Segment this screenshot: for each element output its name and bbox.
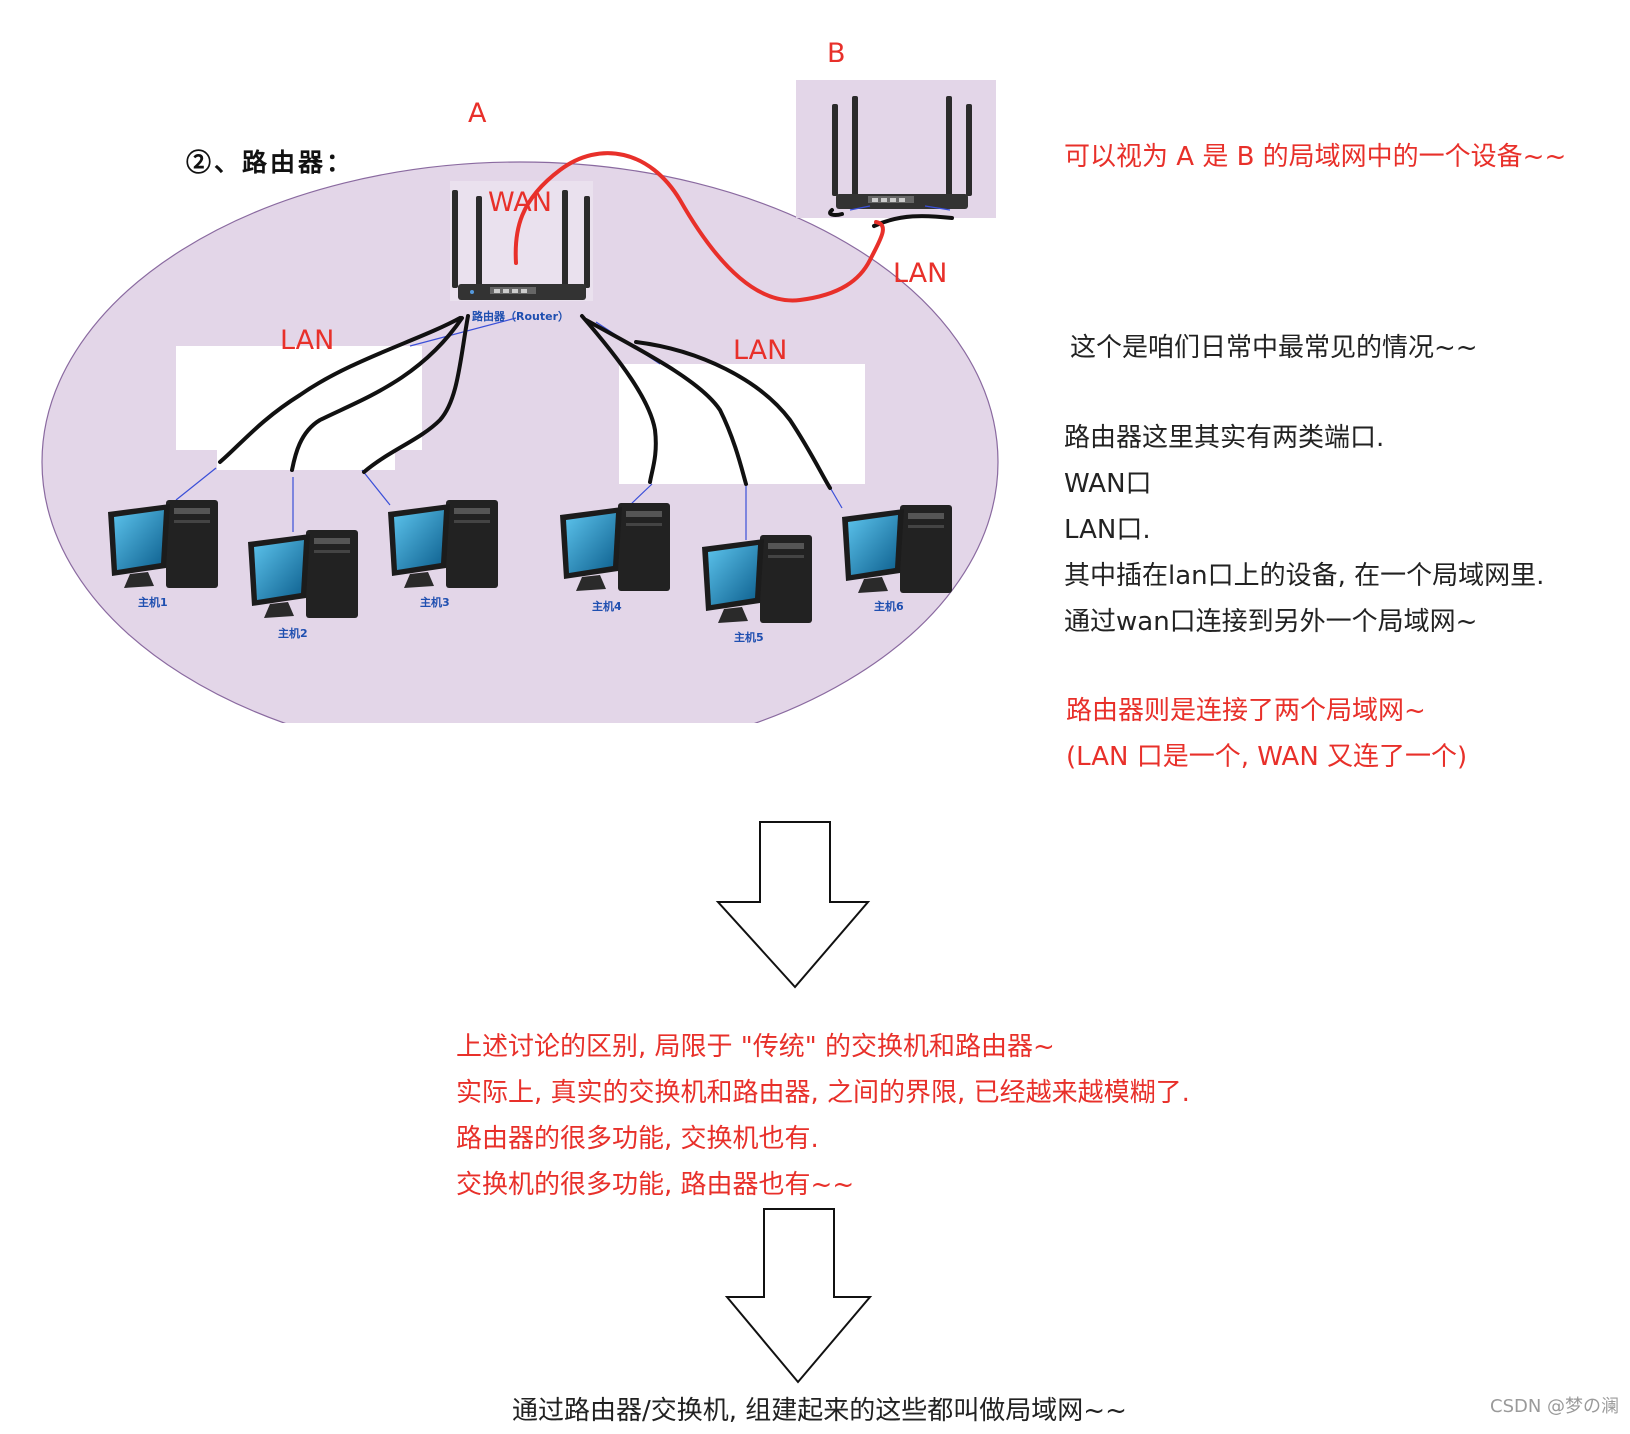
down-arrow-2 [724, 1208, 873, 1384]
label-lan-right: LAN [733, 335, 788, 366]
host-pc-5 [702, 535, 812, 623]
label-router-b: B [827, 38, 846, 69]
note-two-lans: 路由器则是连接了两个局域网~ (LAN 口是一个, WAN 又连了一个) [1066, 688, 1467, 780]
label-router-a: A [468, 98, 487, 129]
host-label-4: 主机4 [592, 600, 622, 613]
label-wan: WAN [488, 187, 552, 218]
wan-cable [513, 151, 885, 303]
down-arrow-1 [715, 821, 871, 989]
middle-line-3: 路由器的很多功能, 交换机也有. [456, 1124, 819, 1154]
note-ports-line-2: WAN口 [1064, 469, 1152, 499]
note-two-lans-line-2: (LAN 口是一个, WAN 又连了一个) [1066, 742, 1468, 772]
note-a-in-b: 可以视为 A 是 B 的局域网中的一个设备~~ [1064, 142, 1567, 172]
host-label-2: 主机2 [278, 627, 308, 640]
host-pc-3 [388, 500, 498, 588]
note-ports-line-5: 通过wan口连接到另外一个局域网~ [1064, 607, 1478, 637]
note-ports-line-1: 路由器这里其实有两类端口. [1064, 423, 1385, 453]
note-ports-line-3: LAN口. [1064, 515, 1151, 545]
label-lan-left: LAN [280, 325, 335, 356]
host-label-5: 主机5 [734, 631, 764, 644]
middle-line-2: 实际上, 真实的交换机和路由器, 之间的界限, 已经越来越模糊了. [456, 1078, 1190, 1108]
host-pc-2 [248, 530, 358, 618]
router-b-icon [832, 96, 972, 209]
host-label-1: 主机1 [138, 596, 168, 609]
section-title: ②、路由器： [186, 148, 355, 177]
watermark: CSDN @梦の澜 [1490, 1396, 1620, 1417]
label-lan-b: LAN [893, 258, 948, 289]
middle-explanation: 上述讨论的区别, 局限于 "传统" 的交换机和路由器~ 实际上, 真实的交换机和… [456, 1024, 1190, 1208]
note-two-lans-line-1: 路由器则是连接了两个局域网~ [1066, 696, 1426, 726]
note-ports: 路由器这里其实有两类端口. WAN口 LAN口. 其中插在lan口上的设备, 在… [1064, 415, 1544, 645]
conclusion: 通过路由器/交换机, 组建起来的这些都叫做局域网~~ [512, 1396, 1127, 1426]
host-label-6: 主机6 [874, 600, 904, 613]
host-pc-1 [108, 500, 218, 588]
switch-placeholder-left-bottom [217, 448, 395, 470]
note-common-case: 这个是咱们日常中最常见的情况~~ [1070, 333, 1478, 363]
middle-line-4: 交换机的很多功能, 路由器也有~~ [456, 1170, 855, 1200]
router-a-icon [450, 181, 593, 301]
middle-line-1: 上述讨论的区别, 局限于 "传统" 的交换机和路由器~ [456, 1032, 1055, 1062]
host-pc-4 [560, 503, 670, 591]
host-pc-6 [842, 505, 952, 593]
note-ports-line-4: 其中插在lan口上的设备, 在一个局域网里. [1064, 561, 1545, 591]
router-caption: 路由器（Router） [472, 310, 570, 323]
black-cables [218, 208, 954, 490]
switch-placeholder-left [176, 346, 422, 450]
host-label-3: 主机3 [420, 596, 450, 609]
